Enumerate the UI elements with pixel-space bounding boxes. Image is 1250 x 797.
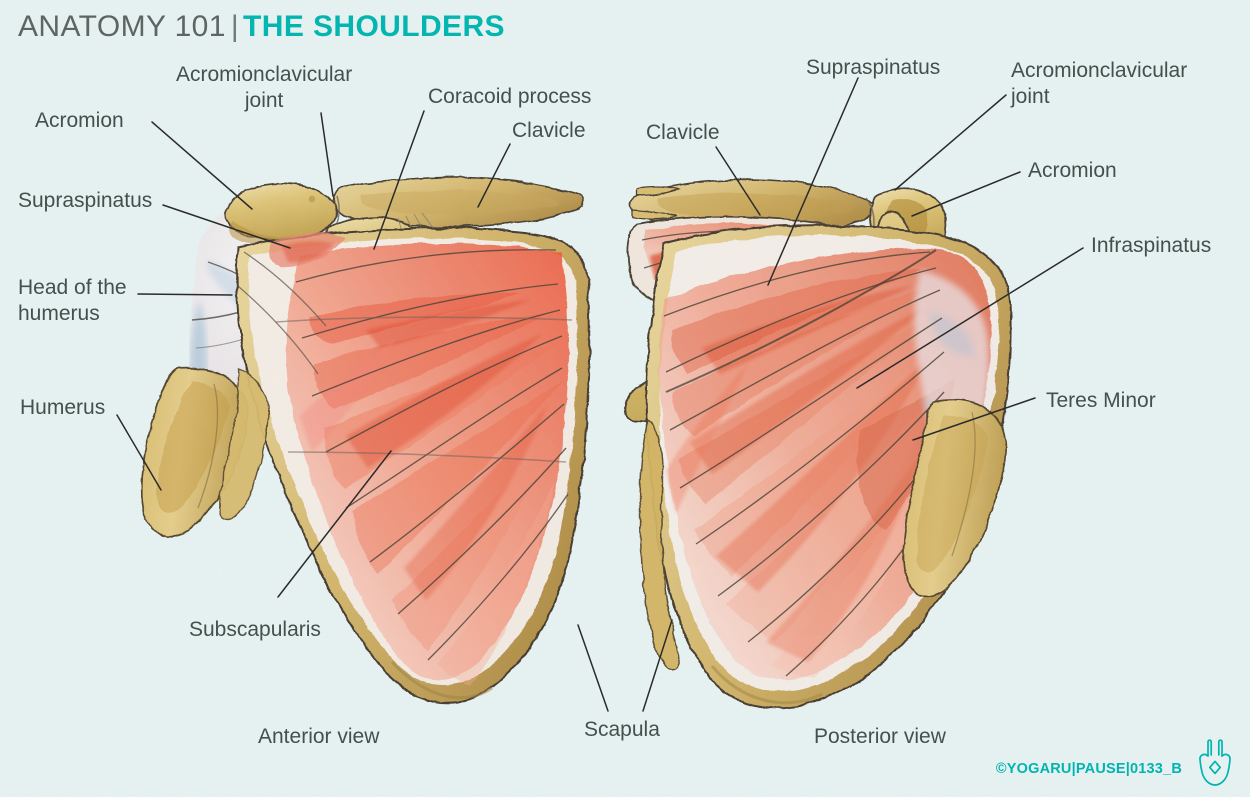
label-subscapularis: Subscapularis bbox=[189, 618, 321, 641]
label-clavicle-right: Clavicle bbox=[646, 121, 720, 144]
label-scapula: Scapula bbox=[584, 718, 660, 741]
label-humerus-left: Humerus bbox=[20, 396, 106, 419]
label-acromion-right: Acromion bbox=[1028, 159, 1117, 182]
label-ac-joint-left: Acromionclavicular joint bbox=[176, 63, 353, 112]
label-head-of-humerus: Head of the humerus bbox=[18, 276, 127, 325]
label-supraspinatus-left: Supraspinatus bbox=[18, 189, 153, 212]
label-acromion-left: Acromion bbox=[35, 109, 124, 132]
label-clavicle-left: Clavicle bbox=[512, 119, 586, 142]
label-infraspinatus: Infraspinatus bbox=[1091, 234, 1212, 257]
label-supraspinatus-right: Supraspinatus bbox=[806, 56, 941, 79]
label-teres-minor: Teres Minor bbox=[1046, 389, 1156, 412]
label-anterior-view: Anterior view bbox=[258, 725, 380, 748]
label-coracoid-process: Coracoid process bbox=[428, 85, 592, 108]
hamsa-hand-icon bbox=[1199, 739, 1231, 786]
label-posterior-view: Posterior view bbox=[814, 725, 946, 748]
copyright-credit: ©YOGARU|PAUSE|0133_B bbox=[995, 761, 1182, 777]
label-ac-joint-right: Acromionclavicular joint bbox=[1011, 59, 1188, 108]
